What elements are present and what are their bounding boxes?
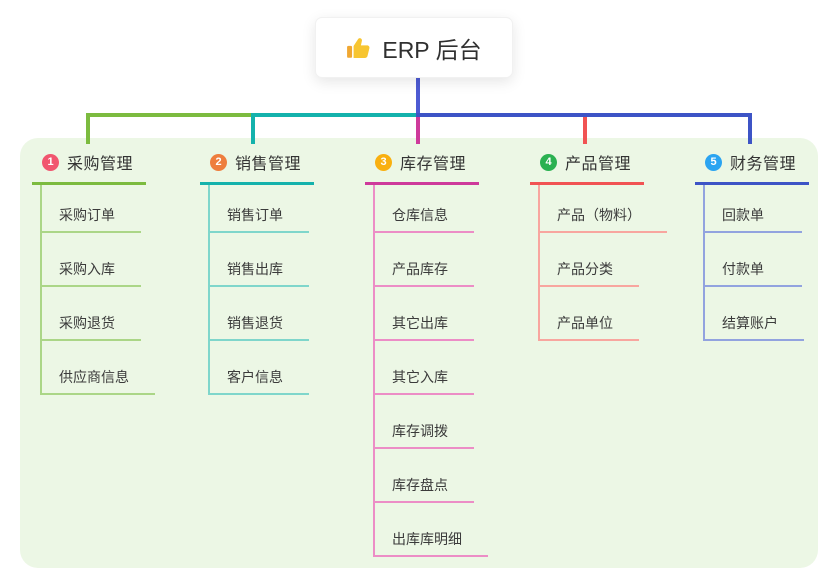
connector-drop-branch-2 [251,113,255,144]
child-item[interactable]: 产品单位 [540,287,639,341]
child-item[interactable]: 其它出库 [375,287,474,341]
child-item[interactable]: 采购退货 [42,287,141,341]
connector-bus-segment-5 [416,113,752,117]
child-item[interactable]: 产品（物料） [540,185,667,233]
connector-drop-branch-4 [583,117,587,144]
connector-root-drop [416,78,420,117]
root-node-label: ERP 后台 [382,36,482,63]
branch-children: 采购订单 采购入库 采购退货 供应商信息 [40,185,182,395]
child-item[interactable]: 出库库明细 [375,503,488,557]
child-item[interactable]: 结算账户 [705,287,804,341]
branch-title-sales[interactable]: 2 销售管理 [200,148,314,185]
child-item[interactable]: 其它入库 [375,341,474,395]
background-panel [20,138,818,568]
branch-number-badge: 4 [540,153,557,171]
thumbs-up-icon [346,35,372,61]
branch-title-label: 财务管理 [730,156,797,173]
branch-children: 回款单 付款单 结算账户 [703,185,839,341]
connector-bus-segment-1 [86,113,255,117]
branch-number-badge: 2 [210,153,227,171]
branch-title-label: 产品管理 [565,156,632,173]
child-item[interactable]: 回款单 [705,185,802,233]
branch-sales: 2 销售管理 销售订单 销售出库 销售退货 客户信息 [200,148,350,395]
child-item[interactable]: 供应商信息 [42,341,155,395]
child-item[interactable]: 付款单 [705,233,802,287]
branch-finance: 5 财务管理 回款单 付款单 结算账户 [695,148,839,341]
branch-children: 销售订单 销售出库 销售退货 客户信息 [208,185,350,395]
child-item[interactable]: 产品库存 [375,233,474,287]
connector-drop-branch-3 [416,117,420,144]
branch-children: 仓库信息 产品库存 其它出库 其它入库 库存调拨 库存盘点 出库库明细 [373,185,515,557]
child-item[interactable]: 销售订单 [210,185,309,233]
branch-title-purchase[interactable]: 1 采购管理 [32,148,146,185]
branch-title-inventory[interactable]: 3 库存管理 [365,148,479,185]
child-item[interactable]: 销售退货 [210,287,309,341]
branch-number-badge: 1 [42,153,59,171]
child-item[interactable]: 销售出库 [210,233,309,287]
connector-bus-segment-2 [253,113,420,117]
child-item[interactable]: 仓库信息 [375,185,474,233]
child-item[interactable]: 客户信息 [210,341,309,395]
branch-title-product[interactable]: 4 产品管理 [530,148,644,185]
root-node[interactable]: ERP 后台 [315,17,513,78]
branch-purchase: 1 采购管理 采购订单 采购入库 采购退货 供应商信息 [32,148,182,395]
branch-title-label: 采购管理 [67,156,134,173]
branch-product: 4 产品管理 产品（物料） 产品分类 产品单位 [530,148,680,341]
child-item[interactable]: 产品分类 [540,233,639,287]
branch-number-badge: 3 [375,153,392,171]
child-item[interactable]: 采购入库 [42,233,141,287]
branch-inventory: 3 库存管理 仓库信息 产品库存 其它出库 其它入库 库存调拨 库存盘点 出库库… [365,148,515,557]
branch-title-finance[interactable]: 5 财务管理 [695,148,809,185]
connector-drop-branch-1 [86,113,90,144]
connector-drop-branch-5 [748,113,752,144]
branch-title-label: 销售管理 [235,156,302,173]
branch-number-badge: 5 [705,153,722,171]
branch-title-label: 库存管理 [400,156,467,173]
child-item[interactable]: 库存盘点 [375,449,474,503]
child-item[interactable]: 采购订单 [42,185,141,233]
branch-children: 产品（物料） 产品分类 产品单位 [538,185,680,341]
child-item[interactable]: 库存调拨 [375,395,474,449]
